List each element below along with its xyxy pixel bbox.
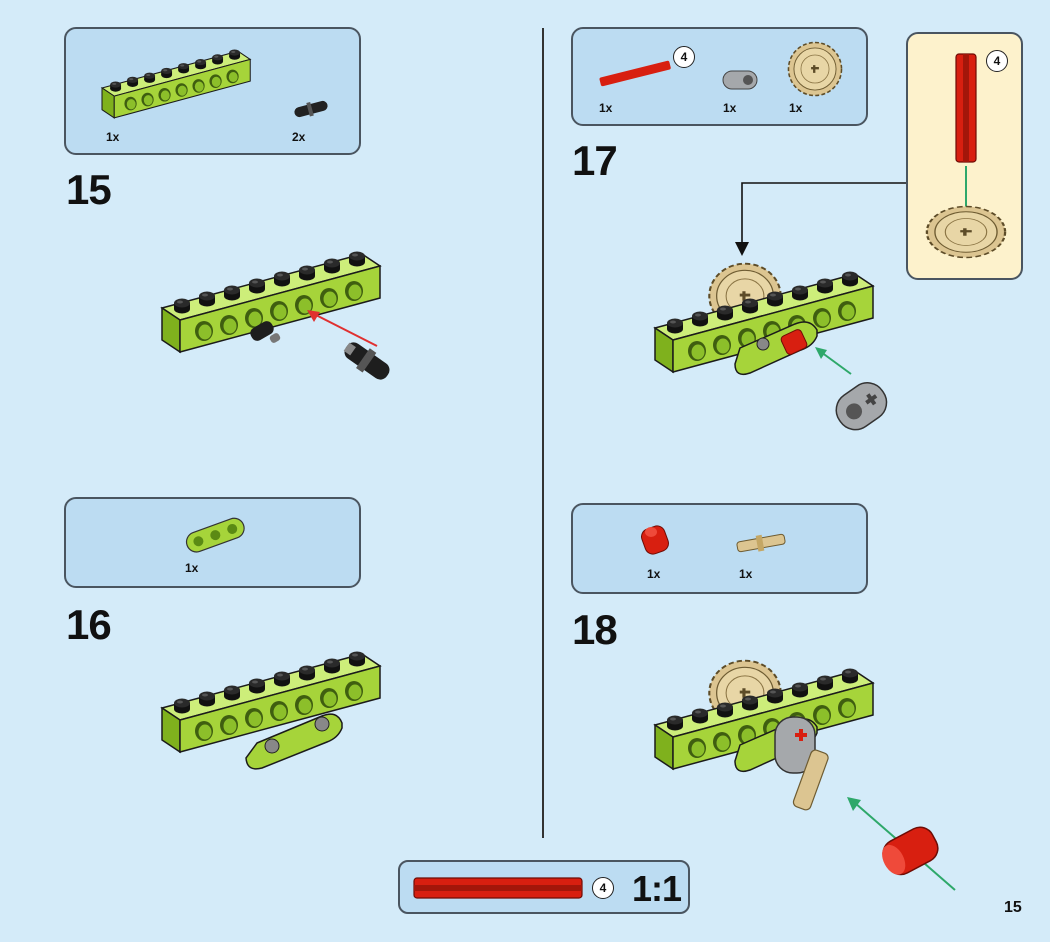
step-15-assembly bbox=[162, 228, 390, 380]
red-arrow-head bbox=[307, 310, 320, 322]
red-axle-vertical bbox=[955, 53, 977, 163]
black-pin-inserted bbox=[250, 321, 281, 343]
part-qty: 1x bbox=[599, 101, 613, 115]
part-lime-brick-icon bbox=[102, 39, 252, 119]
gray-connector-loose bbox=[835, 382, 888, 431]
step-number: 18 bbox=[572, 606, 618, 653]
part-red-connector-icon bbox=[641, 525, 669, 555]
part-qty: 1x bbox=[789, 101, 803, 115]
gear-with-axle bbox=[925, 166, 1007, 260]
part-qty: 1x bbox=[185, 561, 199, 575]
part-qty: 2x bbox=[292, 130, 306, 144]
length-callout: 4 bbox=[986, 50, 1008, 72]
step-number: 17 bbox=[572, 137, 618, 184]
callout-pointer-arrow bbox=[735, 182, 906, 256]
length-callout: 4 bbox=[592, 877, 614, 899]
part-qty: 1x bbox=[647, 567, 661, 581]
red-connector-loose bbox=[882, 826, 939, 876]
actual-size-reference: 4 1:1 bbox=[398, 860, 690, 914]
black-pin-loose bbox=[343, 342, 390, 380]
red-arrow-line bbox=[311, 312, 378, 347]
tan-axle-pin-attached bbox=[792, 749, 829, 811]
step-number: 16 bbox=[66, 601, 112, 648]
part-tan-axle-pin-icon bbox=[736, 533, 786, 553]
part-lime-beam-icon bbox=[185, 517, 245, 553]
red-axle-actual-size bbox=[413, 877, 583, 899]
gray-connector-attached bbox=[774, 716, 816, 774]
sub-assembly-callout: 4 bbox=[906, 32, 1023, 280]
step-number: 15 bbox=[66, 166, 112, 213]
part-red-axle-icon bbox=[599, 60, 671, 87]
part-tan-gear-icon bbox=[787, 41, 843, 97]
red-axle-end bbox=[780, 329, 808, 355]
green-arrow-head bbox=[815, 347, 827, 359]
green-arrow-line bbox=[820, 351, 852, 375]
part-gray-connector-icon bbox=[722, 70, 758, 90]
part-qty: 1x bbox=[106, 130, 120, 144]
column-divider bbox=[542, 28, 544, 838]
parts-list-step-15: 1x 2x bbox=[64, 27, 361, 155]
green-arrow-head bbox=[847, 797, 861, 811]
part-qty: 1x bbox=[723, 101, 737, 115]
parts-list-step-16: 1x bbox=[64, 497, 361, 588]
step-17-assembly bbox=[655, 262, 888, 431]
scale-label: 1:1 bbox=[632, 868, 682, 909]
lime-beam-attached bbox=[245, 713, 343, 770]
parts-list-step-18: 1x 1x bbox=[571, 503, 868, 594]
part-black-pin-icon bbox=[294, 100, 328, 118]
page-number: 15 bbox=[1004, 899, 1022, 916]
part-qty: 1x bbox=[739, 567, 753, 581]
parts-list-step-17: 4 1x 1x 1x bbox=[571, 27, 868, 126]
length-callout: 4 bbox=[673, 46, 695, 68]
step-16-assembly bbox=[162, 628, 422, 770]
step-18-assembly bbox=[655, 659, 956, 891]
